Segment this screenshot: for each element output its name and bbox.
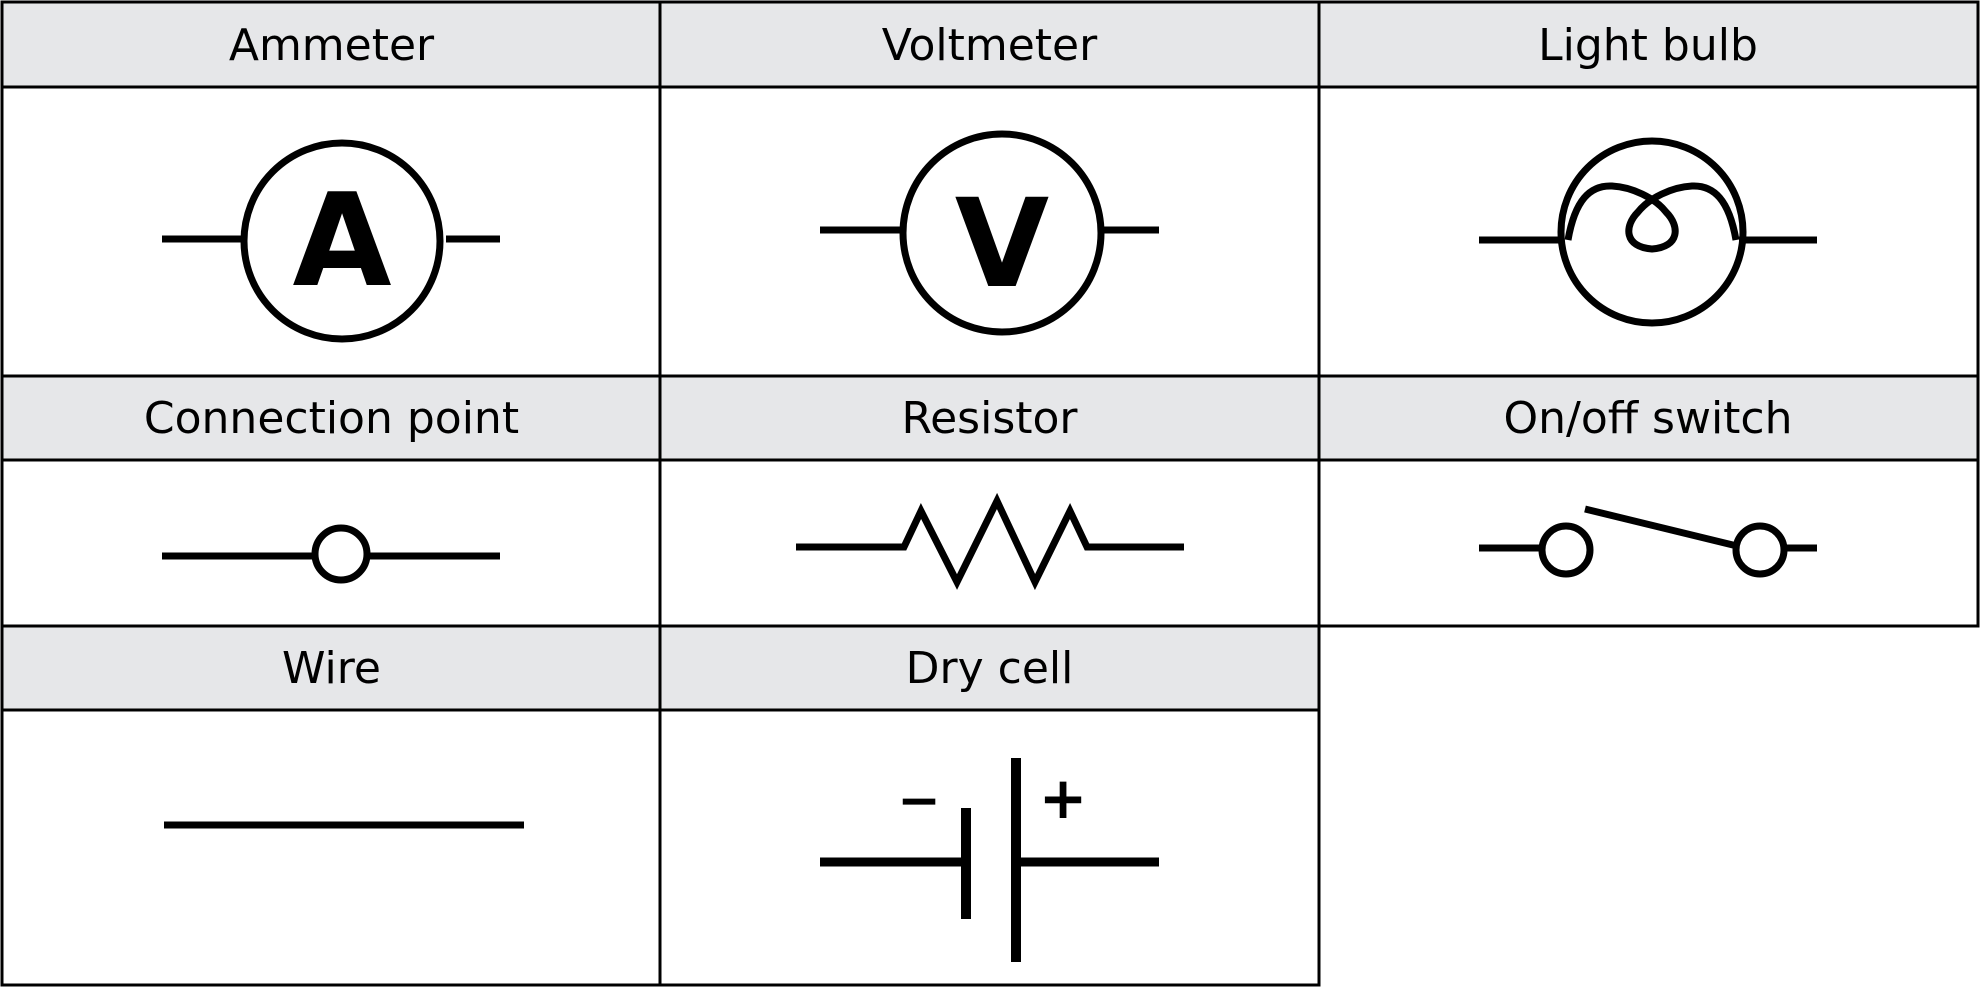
connection-point-symbol	[162, 524, 500, 584]
header-bg-switch	[1319, 376, 1977, 460]
dry-cell-positive-sign: +	[1039, 764, 1088, 832]
dry-cell-negative-sign: −	[897, 771, 941, 831]
header-bg-voltmeter	[660, 3, 1319, 87]
header-bg-resistor	[660, 376, 1319, 460]
resistor-symbol	[796, 492, 1184, 591]
label-dry-cell: Dry cell	[905, 642, 1074, 694]
voltmeter-symbol: V	[820, 130, 1159, 336]
label-ammeter: Ammeter	[228, 19, 435, 71]
light-bulb-symbol	[1479, 137, 1817, 327]
ammeter-symbol: A	[162, 139, 500, 343]
label-resistor: Resistor	[901, 392, 1078, 444]
header-bg-ammeter	[3, 3, 660, 87]
label-switch: On/off switch	[1503, 392, 1793, 444]
header-bg-light-bulb	[1319, 3, 1977, 87]
dry-cell-symbol: − +	[820, 758, 1159, 962]
label-connection-point: Connection point	[143, 392, 520, 444]
ammeter-glyph: A	[292, 167, 391, 316]
voltmeter-glyph: V	[955, 173, 1049, 315]
header-bg-connection-point	[3, 376, 660, 460]
label-light-bulb: Light bulb	[1538, 19, 1758, 71]
header-bg-dry-cell	[660, 626, 1319, 710]
label-voltmeter: Voltmeter	[881, 19, 1098, 71]
switch-symbol	[1479, 505, 1817, 578]
header-bg-wire	[3, 626, 660, 710]
label-wire: Wire	[282, 642, 381, 694]
